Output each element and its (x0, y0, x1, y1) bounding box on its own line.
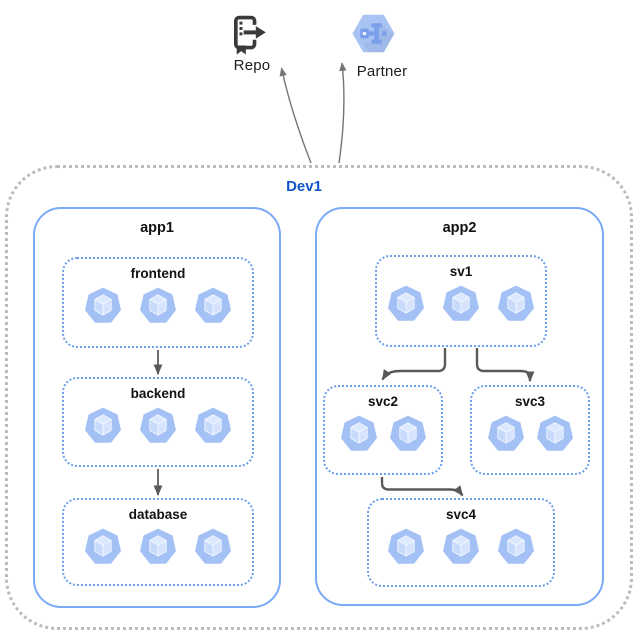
service-title-database: database (128, 507, 188, 522)
pod-icon (443, 528, 479, 564)
pod-group-svc2 (339, 415, 428, 455)
pod-group-database (83, 528, 233, 568)
pod-group-frontend (83, 287, 233, 327)
partner-interconnect-icon (351, 10, 396, 62)
pod-icon (487, 415, 524, 451)
pod-icon (340, 415, 377, 451)
pod-icon (85, 407, 121, 443)
repo-label: Repo (233, 57, 271, 74)
service-title-sv1: sv1 (449, 264, 473, 279)
pod-icon (443, 285, 479, 321)
service-box-sv1: sv1 (375, 255, 547, 347)
pod-icon (498, 285, 534, 321)
partner-label: Partner (356, 63, 408, 80)
dev1-environment-box (5, 165, 633, 630)
pod-icon (195, 528, 231, 564)
service-box-frontend: frontend (62, 257, 254, 348)
app2-title: app2 (442, 220, 477, 236)
arrow-dev1-to-partner (338, 62, 347, 164)
pod-group-svc3 (486, 415, 575, 455)
service-title-backend: backend (130, 386, 186, 401)
service-box-svc3: svc3 (470, 385, 590, 475)
pod-group-sv1 (386, 285, 536, 325)
pod-group-svc4 (386, 528, 536, 568)
pod-icon (195, 407, 231, 443)
service-box-backend: backend (62, 377, 254, 467)
pod-icon (536, 415, 573, 451)
app1-title: app1 (140, 220, 174, 236)
service-title-svc2: svc2 (367, 394, 399, 409)
arrow-dev1-to-repo (279, 67, 312, 164)
service-box-database: database (62, 498, 254, 586)
service-box-svc4: svc4 (367, 498, 555, 587)
pod-icon (140, 287, 176, 323)
service-box-svc2: svc2 (323, 385, 443, 475)
pod-icon (140, 407, 176, 443)
pod-icon (388, 528, 424, 564)
service-title-svc4: svc4 (445, 507, 477, 522)
pod-group-backend (83, 407, 233, 447)
pod-icon (140, 528, 176, 564)
pod-icon (498, 528, 534, 564)
service-title-frontend: frontend (130, 266, 186, 281)
pod-icon (85, 287, 121, 323)
service-title-svc3: svc3 (514, 394, 546, 409)
pod-icon (389, 415, 426, 451)
pod-icon (195, 287, 231, 323)
dev1-environment-label: Dev1 (286, 178, 322, 195)
repo-icon (228, 11, 268, 63)
pod-icon (85, 528, 121, 564)
pod-icon (388, 285, 424, 321)
